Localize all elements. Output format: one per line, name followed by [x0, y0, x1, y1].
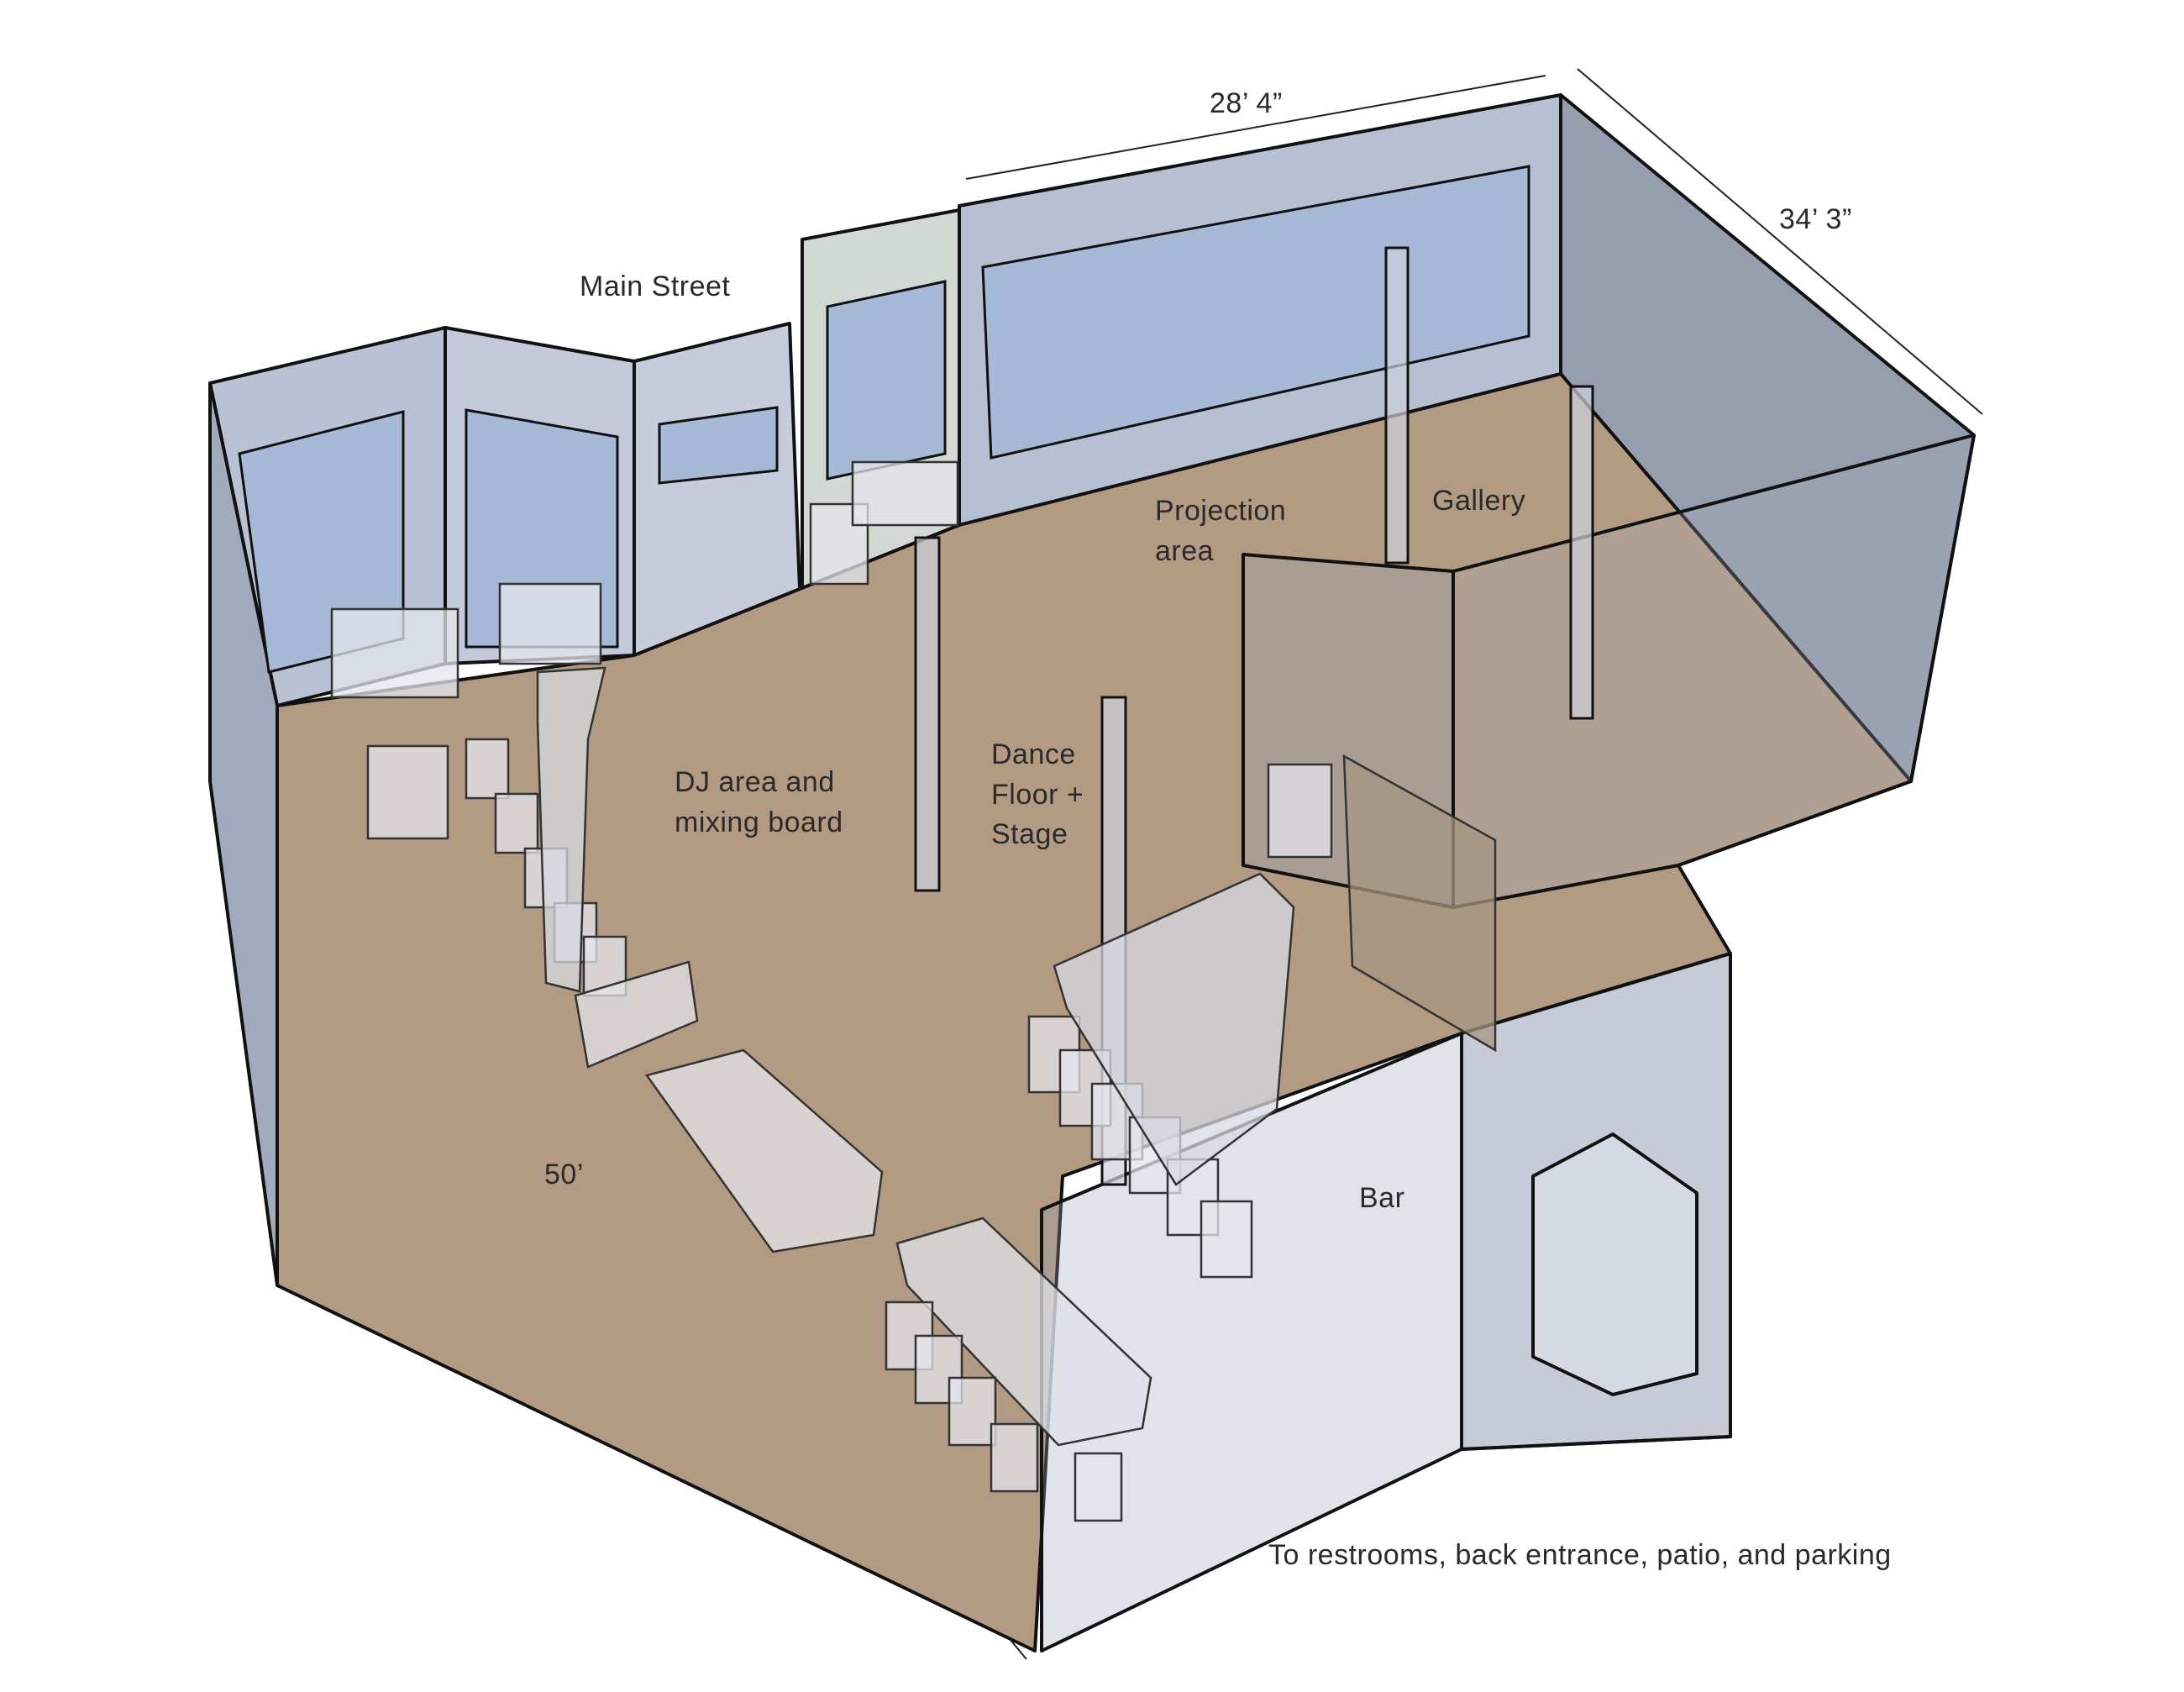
table-stool-4 [990, 1422, 1039, 1493]
armchair [809, 502, 869, 586]
projection-label: Projection area [1155, 495, 1287, 567]
bar-label: Bar [1359, 1182, 1405, 1214]
dance-floor-label: Dance Floor + Stage [991, 738, 1084, 851]
cube-seat [366, 744, 449, 840]
width-dimension-label: 28’ 4” [1210, 87, 1283, 119]
bench-window [851, 460, 959, 527]
furniture [330, 460, 1497, 1522]
pillar-4 [1569, 385, 1594, 720]
window-3 [658, 406, 779, 485]
stool-1 [465, 738, 510, 800]
sofa-2 [498, 582, 602, 665]
communal-table [895, 1216, 1152, 1447]
length-dimension-label: 50’ [544, 1159, 584, 1190]
table-stool-5 [1074, 1452, 1123, 1522]
windows [238, 165, 1530, 674]
window-4 [826, 280, 947, 481]
display-cabinet [1342, 754, 1497, 1053]
dj-area-label: DJ area and mixing board [675, 766, 843, 838]
window-5 [981, 165, 1530, 460]
sofa-lounge [644, 1048, 884, 1253]
depth-dimension-label: 34’ 3” [1779, 203, 1852, 235]
bar-counter [1053, 872, 1295, 1186]
dj-rail [536, 666, 606, 993]
dimension-line-width [965, 75, 1546, 180]
stool-2 [494, 792, 539, 854]
table-stool-3 [948, 1376, 997, 1447]
exit-label: To restrooms, back entrance, patio, and … [1268, 1539, 1892, 1571]
pillar-1 [914, 536, 941, 892]
dj-platform [574, 960, 699, 1069]
projector-cube [1267, 763, 1333, 859]
sofa-1 [330, 607, 459, 699]
pillar-3 [1384, 246, 1410, 565]
street-label: Main Street [580, 271, 731, 302]
dimension-line-depth [1577, 68, 1983, 415]
storage-box [1531, 1132, 1698, 1396]
gallery-label: Gallery [1432, 485, 1526, 517]
bar-stool-6 [1200, 1200, 1253, 1279]
